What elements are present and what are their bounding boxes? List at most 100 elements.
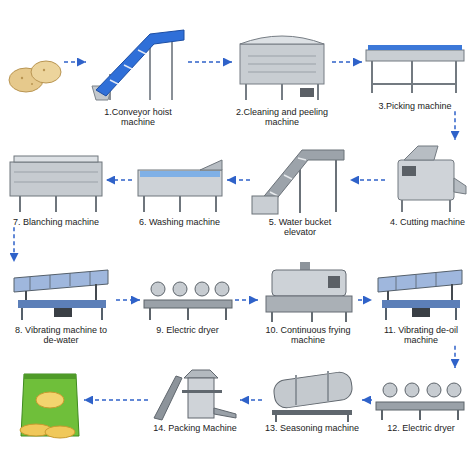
washing-machine-picture [138, 170, 222, 196]
picture-slot [372, 368, 470, 422]
flow-arrow [332, 61, 362, 63]
chips-bag-picture [21, 374, 79, 436]
washing-machine-picture [140, 171, 220, 177]
machine-label: 3.Picking machine [362, 100, 468, 111]
machine-label: 7. Blanching machine [6, 216, 106, 227]
flow-arrow [106, 179, 132, 181]
flow-arrow [227, 179, 250, 181]
packing-machine-picture [188, 378, 214, 418]
vibrating-deoil-picture [396, 273, 436, 290]
picture-slot [262, 368, 362, 422]
seasoning-drum-picture [272, 371, 354, 422]
picture-slot [150, 368, 240, 422]
machine-label: 13. Seasoning machine [262, 422, 362, 433]
machine-label: 2.Cleaning and peeling machine [232, 106, 332, 128]
vibrating-deoil-picture [386, 308, 456, 320]
vibrating-dewater-picture [22, 308, 102, 320]
flow-arrow [64, 61, 86, 63]
vibrating-dewater-picture [26, 284, 96, 300]
machine-label: 9. Electric dryer [140, 324, 235, 335]
electric-dryer-picture [151, 282, 165, 296]
machine-node: 3.Picking machine [362, 18, 468, 111]
frying-machine-picture [266, 262, 352, 322]
cleaning-peeling-picture [300, 88, 314, 97]
vibrating-dewater-picture [14, 270, 108, 292]
cleaning-peeling-picture [246, 84, 318, 100]
packing-machine-picture [214, 408, 236, 418]
flow-arrow [350, 179, 385, 181]
vibrating-dewater-picture [54, 308, 72, 317]
picture-slot [232, 18, 332, 106]
conveyor-hoist-picture [110, 50, 146, 84]
machine-node: 5. Water bucket elevator [250, 140, 350, 238]
picking-table-picture [372, 61, 456, 93]
potato-picture [9, 61, 61, 92]
electric-dryer-picture [150, 308, 226, 320]
cleaning-peeling-picture [240, 44, 324, 84]
blanching-machine-picture [10, 156, 102, 212]
flow-arrow [188, 61, 232, 63]
picture-slot [132, 140, 227, 216]
cutting-machine-picture [454, 178, 466, 194]
picture-slot [250, 140, 350, 216]
vibrating-dewater-picture [30, 272, 90, 290]
vibrating-deoil-picture [412, 308, 430, 317]
cutting-machine-picture [404, 146, 438, 160]
machine-node: 11. Vibrating de-oil machine [372, 262, 470, 346]
flow-arrow [362, 399, 372, 401]
seasoning-drum-picture [276, 415, 348, 422]
machine-node: 12. Electric dryer [372, 368, 470, 433]
potato-picture [43, 69, 45, 71]
machine-node: 10. Continuous frying machine [258, 262, 358, 346]
vibrating-deoil-picture [388, 284, 452, 300]
bucket-elevator-picture [252, 150, 344, 214]
flow-arrow [358, 299, 372, 301]
flow-arrow [240, 399, 262, 401]
picture-slot [6, 140, 106, 216]
machine-label: 6. Washing machine [132, 216, 227, 227]
picture-slot [140, 262, 235, 324]
cutting-machine-picture [398, 146, 466, 212]
cleaning-peeling-picture [248, 56, 316, 72]
packing-machine-picture [154, 376, 182, 420]
machine-node: 13. Seasoning machine [262, 368, 362, 433]
vibrating-deoil-picture [382, 300, 460, 308]
electric-dryer-picture [376, 383, 464, 420]
washing-machine-picture [200, 160, 222, 170]
frying-machine-picture [328, 276, 340, 288]
electric-dryer-picture [173, 282, 187, 296]
seasoning-drum-picture [272, 410, 352, 415]
machine-label: 14. Packing Machine [150, 422, 240, 433]
picture-slot [362, 18, 468, 100]
flow-arrow [454, 346, 456, 368]
cutting-machine-picture [398, 160, 454, 200]
machine-label: 8. Vibrating machine to de-water [6, 324, 116, 346]
vibrating-deoil-picture [378, 270, 462, 292]
cutting-machine-picture [402, 166, 416, 176]
electric-dryer-picture [144, 300, 232, 308]
electric-dryer-picture [144, 282, 232, 320]
flow-arrow [13, 227, 15, 262]
seasoning-drum-picture [272, 371, 353, 410]
flow-arrow [454, 111, 456, 140]
machine-label: 11. Vibrating de-oil machine [372, 324, 470, 346]
potato-picture [31, 61, 61, 83]
picking-table-picture [366, 50, 464, 61]
packing-machine-picture [184, 370, 218, 378]
electric-dryer-picture [195, 282, 209, 296]
machine-node: 8. Vibrating machine to de-water [6, 262, 116, 346]
vibrating-deoil-picture [378, 270, 462, 320]
machine-label: 5. Water bucket elevator [250, 216, 350, 238]
frying-machine-picture [266, 296, 352, 312]
machine-label: 4. Cutting machine [385, 216, 470, 227]
cutting-machine-picture [402, 200, 450, 212]
frying-machine-picture [272, 312, 346, 322]
machine-node: 1.Conveyor hoist machine [88, 18, 188, 128]
seasoning-drum-picture [296, 371, 328, 405]
bucket-elevator-picture [270, 158, 306, 196]
washing-machine-picture [138, 160, 222, 212]
